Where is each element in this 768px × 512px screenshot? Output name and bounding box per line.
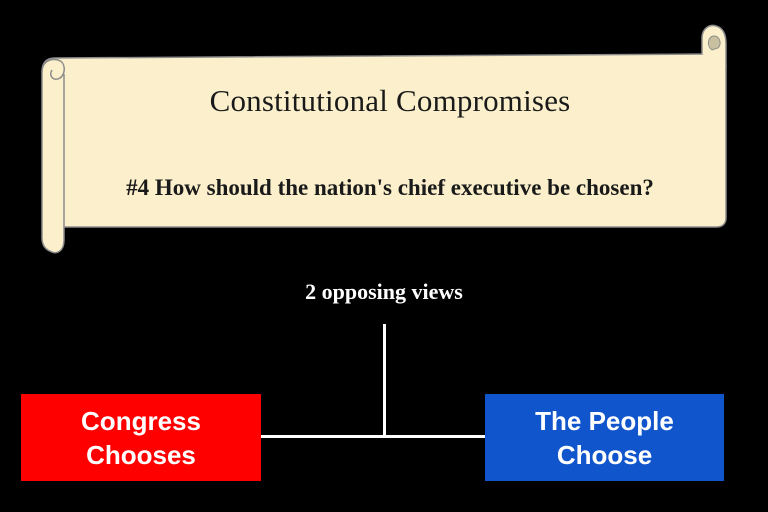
parchment-scroll (41, 24, 727, 254)
connector-horizontal (261, 435, 486, 438)
congress-chooses-label: Congress Chooses (81, 405, 201, 470)
right-curl-shadow (707, 35, 721, 51)
opposing-views-label: 2 opposing views (305, 279, 463, 304)
connector-vertical (383, 324, 386, 438)
question-text: #4 How should the nation's chief executi… (126, 175, 654, 200)
people-choose-box: The People Choose (485, 394, 724, 481)
people-choose-label: The People Choose (535, 405, 674, 470)
page-title: Constitutional Compromises (209, 83, 571, 118)
left-curl (41, 58, 65, 81)
congress-chooses-box: Congress Chooses (21, 394, 261, 481)
